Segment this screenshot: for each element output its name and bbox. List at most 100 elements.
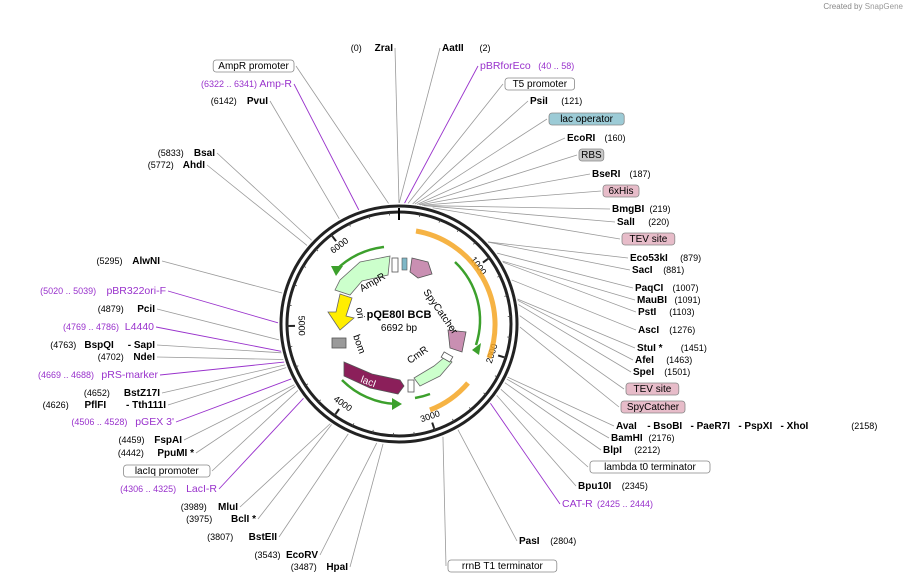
label-sali[interactable]: SalI(220) bbox=[617, 217, 669, 228]
label-pasi[interactable]: PasI(2804) bbox=[519, 536, 576, 547]
label-box bbox=[625, 382, 680, 396]
bom-feature[interactable] bbox=[331, 337, 347, 349]
label-lac-operator[interactable]: lac operator bbox=[548, 112, 625, 126]
ori-feature[interactable] bbox=[327, 293, 355, 331]
site-name: AatII bbox=[442, 43, 464, 54]
leader-line bbox=[487, 241, 631, 271]
label-laciq-promoter[interactable]: lacIq promoter bbox=[123, 464, 211, 478]
minor-tick bbox=[334, 412, 337, 416]
label-spei[interactable]: SpeI(1501) bbox=[633, 367, 690, 378]
tick-label: 5000 bbox=[296, 316, 306, 336]
label-pbr322ori-f[interactable]: pBR322ori-F(5020 .. 5039) bbox=[40, 285, 166, 297]
site-name: MluI bbox=[218, 502, 238, 513]
credit-prefix: Created by bbox=[823, 2, 863, 11]
label-afei[interactable]: AfeI(1463) bbox=[635, 355, 692, 366]
label-ndei[interactable]: NdeI (4702) bbox=[98, 352, 155, 363]
label-ppumi[interactable]: PpuMI *(4442) bbox=[118, 448, 194, 459]
label-alwni[interactable]: AlwNI(5295) bbox=[96, 256, 160, 267]
label-rbs[interactable]: RBS bbox=[578, 148, 605, 162]
site-position: (1276) bbox=[669, 325, 695, 335]
leader-line bbox=[239, 423, 331, 508]
label-pbrforeco[interactable]: pBRforEco(40 .. 58) bbox=[480, 60, 574, 72]
leader-line bbox=[416, 137, 566, 205]
label-hpai[interactable]: HpaI(3487) bbox=[291, 562, 348, 573]
leader-line bbox=[517, 298, 636, 349]
site-name: NdeI bbox=[133, 352, 155, 363]
label-ecorv[interactable]: EcoRV(3543) bbox=[254, 550, 318, 561]
label-pvui[interactable]: PvuI(6142) bbox=[211, 96, 268, 107]
site-position: (4442) bbox=[118, 448, 144, 458]
label-lambda-t0-terminator[interactable]: lambda t0 terminator bbox=[589, 460, 711, 474]
site-position: (219) bbox=[650, 204, 671, 214]
label-fspai[interactable]: FspAI(4459) bbox=[118, 435, 182, 446]
label-ecori[interactable]: EcoRI(160) bbox=[567, 133, 626, 144]
label-bpu10i[interactable]: Bpu10I(2345) bbox=[578, 481, 648, 492]
label-bsai[interactable]: BsaI(5833) bbox=[158, 148, 215, 159]
label-bsteii[interactable]: BstEII(3807) bbox=[207, 532, 277, 543]
label-paqci[interactable]: PaqCI(1007) bbox=[635, 283, 699, 294]
site-name: PciI bbox=[137, 304, 155, 315]
site-name: PstI bbox=[638, 307, 657, 318]
label-pgex-3[interactable]: pGEX 3'(4506 .. 4528) bbox=[71, 416, 174, 428]
label-saci[interactable]: SacI(881) bbox=[632, 265, 684, 276]
label-bstz17i[interactable]: BstZ17I(4652) bbox=[84, 388, 160, 399]
site-position: (0) bbox=[351, 43, 362, 53]
label-maubi[interactable]: MauBI(1091) bbox=[637, 295, 701, 306]
leader-line bbox=[161, 260, 283, 294]
site-name: PasI bbox=[519, 536, 540, 547]
label-zrai[interactable]: ZraI (0) bbox=[351, 43, 393, 54]
label-pcii[interactable]: PciI(4879) bbox=[98, 304, 155, 315]
label-6xhis[interactable]: 6xHis bbox=[602, 184, 640, 198]
laci-green-arc bbox=[341, 379, 397, 406]
leader-line bbox=[519, 326, 620, 408]
site-position: (220) bbox=[648, 217, 669, 227]
label-rrnb-t1-terminator[interactable]: rrnB T1 terminator bbox=[447, 559, 558, 573]
label-aatii[interactable]: AatII(2) bbox=[442, 43, 491, 54]
label-psti[interactable]: PstI(1103) bbox=[638, 307, 695, 318]
site-name: ZraI bbox=[375, 43, 394, 54]
ampr-feature[interactable] bbox=[334, 255, 391, 296]
label-psii[interactable]: PsiI(121) bbox=[530, 96, 582, 107]
label-laci-r[interactable]: LacI-R(4306 .. 4325) bbox=[120, 483, 217, 495]
tev-spycatcher-arc bbox=[415, 228, 498, 359]
label-tev-site[interactable]: TEV site bbox=[621, 232, 676, 246]
site-position: (4763) bbox=[50, 340, 76, 350]
site-position: (160) bbox=[605, 133, 626, 143]
label-t5-promoter[interactable]: T5 promoter bbox=[504, 77, 575, 91]
leader-line bbox=[161, 364, 286, 394]
label-bamhi[interactable]: BamHI(2176) bbox=[611, 433, 675, 444]
label-tev-site[interactable]: TEV site bbox=[625, 382, 680, 396]
label-asci[interactable]: AscI(1276) bbox=[638, 325, 695, 336]
leader-line bbox=[156, 308, 280, 341]
leader-line bbox=[457, 429, 518, 542]
label-stui[interactable]: StuI *(1451) bbox=[637, 343, 707, 354]
label-amp-r[interactable]: Amp-R(6322 .. 6341) bbox=[201, 78, 292, 90]
t5-promoter-feature bbox=[391, 257, 399, 273]
label-prs-marker[interactable]: pRS-marker(4669 .. 4688) bbox=[38, 369, 159, 381]
label-bseri[interactable]: BseRI(187) bbox=[592, 169, 651, 180]
label-ahdi[interactable]: AhdI(5772) bbox=[148, 160, 205, 171]
label-cat-r[interactable]: CAT-R(2425 .. 2444) bbox=[562, 498, 653, 510]
minor-tick bbox=[288, 304, 292, 306]
label-bmgbi[interactable]: BmgBI(219) bbox=[612, 204, 671, 215]
minor-tick bbox=[494, 375, 498, 378]
label-eco53ki[interactable]: Eco53kI(879) bbox=[630, 253, 701, 264]
label-blpi[interactable]: BlpI(2212) bbox=[603, 445, 660, 456]
ampr-arrowhead-icon bbox=[331, 266, 343, 276]
minor-tick bbox=[473, 241, 476, 245]
laci-feature[interactable] bbox=[343, 361, 405, 395]
minor-tick bbox=[504, 295, 508, 297]
label-avai[interactable]: AvaI- BsoBI - PaeR7I - PspXI - XhoI(2158… bbox=[616, 421, 877, 432]
tev-feature[interactable] bbox=[447, 329, 467, 353]
label-ampr-promoter[interactable]: AmpR promoter bbox=[212, 59, 295, 73]
label-spycatcher[interactable]: SpyCatcher bbox=[620, 400, 686, 414]
site-position: (4306 .. 4325) bbox=[120, 484, 176, 494]
label-bcli[interactable]: BclI *(3975) bbox=[186, 514, 256, 525]
spycatcher-feature-head[interactable] bbox=[409, 257, 433, 279]
site-position: (4702) bbox=[98, 352, 124, 362]
label-l4440[interactable]: L4440(4769 .. 4786) bbox=[63, 321, 154, 333]
label-mlui[interactable]: MluI (3989) bbox=[181, 502, 238, 513]
site-position: (3989) bbox=[181, 502, 207, 512]
